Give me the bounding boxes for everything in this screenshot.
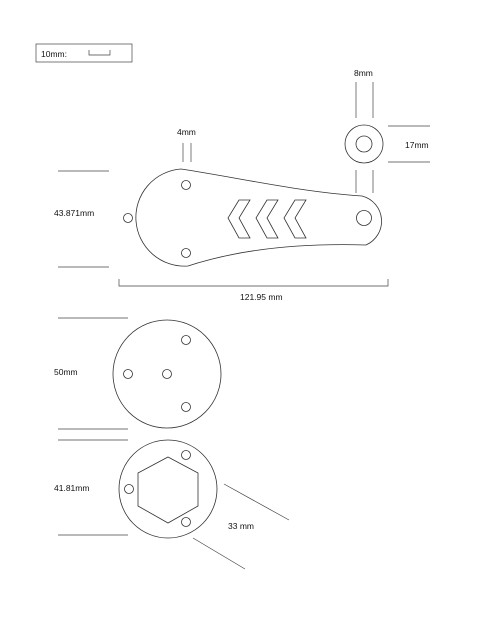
disc-hole-center [162, 369, 172, 379]
lever-outline [135, 168, 382, 267]
hex-disc-hole-bottom [181, 517, 191, 527]
lever-part: 43.871mm 121.95 mm [54, 168, 389, 302]
lever-hole-top [181, 180, 191, 190]
hex-disc-diameter-label: 41.81mm [54, 483, 89, 493]
lever-pivot-hole [356, 210, 372, 226]
washer-outer-circle [344, 124, 384, 164]
lever-length-label: 121.95 mm [240, 292, 283, 302]
disc-hole-top [181, 335, 191, 345]
scale-box: 10mm: [35, 43, 133, 63]
chevron-1 [227, 199, 251, 239]
lever-hole-left [123, 213, 133, 223]
disc-diameter-label: 50mm [54, 367, 78, 377]
washer-part: 8mm 17mm [344, 68, 430, 193]
disc-outline [112, 319, 222, 429]
lever-length-bracket [118, 279, 389, 287]
pin-diameter-label: 8mm [354, 68, 373, 78]
washer-inner-hole [355, 135, 373, 153]
scale-bar [88, 50, 111, 56]
hex-across-extension-upper [223, 483, 290, 521]
disc-hole-bottom [181, 402, 191, 412]
washer-diameter-label: 17mm [405, 140, 429, 150]
hex-disc-hole-top [181, 450, 191, 460]
pin-width-label: 4mm [177, 127, 196, 137]
hex-across-label: 33 mm [228, 521, 254, 531]
lever-height-label: 43.871mm [54, 208, 94, 218]
hex-cutout [137, 456, 199, 524]
lever-hole-bottom [181, 248, 191, 258]
hex-across-extension-lower [192, 537, 246, 570]
pin-width-dimension: 4mm [177, 127, 196, 162]
hex-disc-part: 41.81mm 33 mm [54, 439, 290, 570]
disc-hole-left [123, 369, 133, 379]
hex-disc-outline [118, 439, 218, 539]
scale-box-frame [35, 43, 133, 63]
disc-part: 50mm [54, 317, 222, 430]
chevron-3 [283, 199, 307, 239]
scale-box-label: 10mm: [41, 49, 67, 59]
hex-disc-hole-left [124, 484, 134, 494]
chevron-2 [255, 199, 279, 239]
